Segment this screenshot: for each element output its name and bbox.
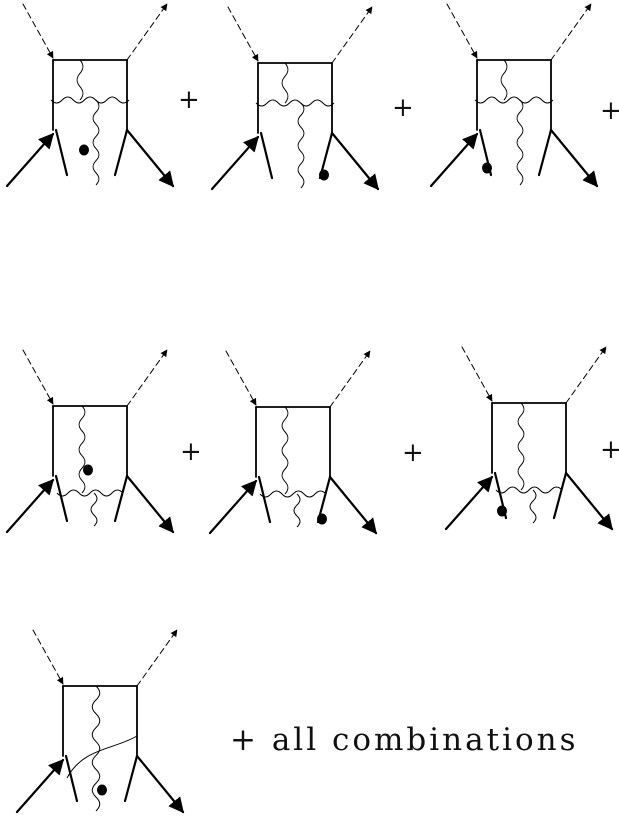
- incoming-fermion-line: [5, 478, 55, 534]
- plus-sign: +: [402, 438, 424, 468]
- outgoing-fermion-line: [549, 128, 599, 188]
- feynman-diagram: [15, 629, 185, 814]
- outgoing-fermion-line: [125, 128, 175, 188]
- gluon-line: [529, 489, 537, 524]
- incoming-fermion-line: [210, 135, 260, 191]
- feynman-diagram: [5, 3, 175, 188]
- gluon-line: [92, 99, 100, 186]
- gluon-line: [281, 62, 289, 104]
- outgoing-fermion-line: [328, 475, 378, 535]
- gluon-line: [297, 102, 305, 189]
- gluon-rung: [255, 99, 335, 107]
- dashed-scalar-line: [329, 350, 371, 408]
- gluon-line: [293, 493, 301, 528]
- incoming-fermion-line: [444, 475, 494, 531]
- incoming-fermion-line: [15, 758, 65, 814]
- gluon-rung: [56, 489, 124, 497]
- dashed-scalar-line: [136, 629, 178, 687]
- plus-sign: +: [178, 85, 200, 115]
- all-combinations-caption: + all combinations: [230, 722, 579, 758]
- spectator-fermion-line: [123, 754, 139, 803]
- gluon-line: [516, 99, 524, 186]
- blob-marker: [97, 784, 107, 796]
- gluon-rung: [66, 735, 138, 779]
- dashed-scalar-line: [331, 6, 373, 64]
- gluon-line: [78, 405, 86, 494]
- outgoing-fermion-line: [330, 131, 380, 191]
- blob-marker: [482, 162, 492, 174]
- feynman-diagram: [208, 350, 378, 535]
- spectator-fermion-line: [552, 471, 568, 520]
- dashed-scalar-line: [461, 346, 493, 402]
- plus-sign: +: [180, 437, 202, 467]
- spectator-fermion-line: [113, 474, 129, 523]
- gluon-line: [517, 402, 525, 491]
- dashed-scalar-line: [32, 629, 64, 685]
- dashed-scalar-line: [126, 349, 168, 407]
- blob-marker: [317, 513, 327, 525]
- spectator-fermion-line: [257, 475, 272, 524]
- gluon-line: [91, 685, 101, 812]
- feynman-diagram: [210, 6, 380, 191]
- gluon-rung: [495, 486, 563, 494]
- gluon-line: [90, 492, 98, 527]
- plus-sign: +: [600, 96, 619, 126]
- diagram-group: [5, 3, 614, 814]
- outgoing-fermion-line: [125, 474, 175, 534]
- incoming-fermion-line: [5, 132, 55, 188]
- dashed-scalar-line: [550, 3, 592, 61]
- dashed-scalar-line: [225, 350, 257, 406]
- dashed-scalar-line: [22, 3, 54, 59]
- spectator-fermion-line: [54, 128, 69, 177]
- gluon-rung: [259, 490, 327, 498]
- dashed-scalar-line: [22, 349, 54, 405]
- incoming-fermion-line: [429, 132, 479, 188]
- dashed-scalar-line: [227, 6, 259, 62]
- dashed-scalar-line: [126, 3, 168, 61]
- feynman-diagram: [444, 346, 614, 531]
- blob-marker: [497, 505, 507, 517]
- gluon-rung: [474, 96, 554, 104]
- gluon-line: [281, 406, 289, 495]
- outgoing-fermion-line: [564, 471, 614, 531]
- dashed-scalar-line: [446, 3, 478, 59]
- spectator-fermion-line: [259, 131, 274, 180]
- blob-marker: [319, 169, 329, 181]
- blob-marker: [79, 144, 89, 156]
- plus-sign: +: [600, 435, 619, 465]
- dashed-scalar-line: [565, 346, 607, 404]
- spectator-fermion-line: [537, 128, 553, 177]
- spectator-fermion-line: [113, 128, 129, 177]
- blob-marker: [83, 464, 93, 476]
- feynman-diagram: [5, 349, 175, 534]
- incoming-fermion-line: [208, 479, 258, 535]
- gluon-line: [500, 59, 508, 101]
- spectator-fermion-line: [54, 474, 69, 523]
- gluon-line: [76, 59, 84, 101]
- spectator-fermion-line: [64, 754, 79, 803]
- gluon-rung: [50, 96, 130, 104]
- plus-sign: +: [392, 93, 414, 123]
- feynman-diagram: [429, 3, 599, 188]
- outgoing-fermion-line: [135, 754, 185, 814]
